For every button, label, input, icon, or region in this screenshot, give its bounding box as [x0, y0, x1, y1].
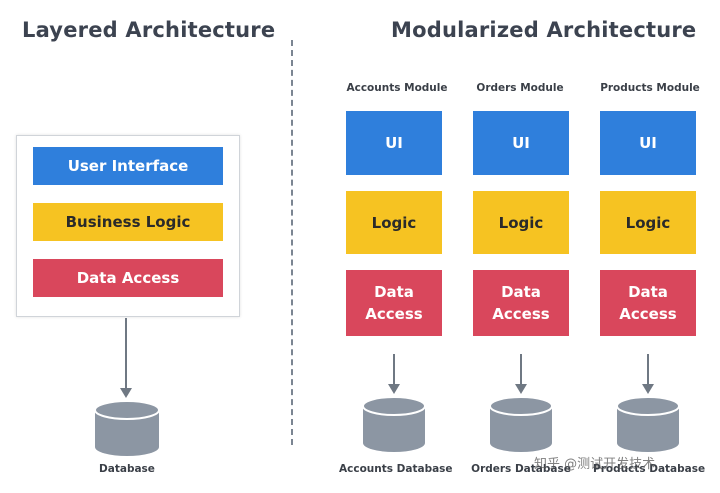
products-ui-block: UI [600, 111, 696, 175]
products-logic-block: Logic [600, 191, 696, 254]
modular-title: Modularized Architecture [391, 18, 697, 42]
products-arrow [642, 354, 654, 394]
layer-business-logic: Business Logic [33, 203, 223, 241]
orders-database-icon [489, 396, 553, 452]
divider-line [291, 40, 293, 445]
accounts-data-access-block: Data Access [346, 270, 442, 336]
accounts-logic-block: Logic [346, 191, 442, 254]
layered-frame: User Interface Business Logic Data Acces… [16, 135, 240, 317]
products-data-access-block: Data Access [600, 270, 696, 336]
layered-title: Layered Architecture [22, 18, 276, 42]
accounts-ui-block: UI [346, 111, 442, 175]
products-database-icon [616, 396, 680, 452]
orders-ui-block: UI [473, 111, 569, 175]
orders-data-access-block: Data Access [473, 270, 569, 336]
accounts-database-icon [362, 396, 426, 452]
accounts-database-label: Accounts Database [339, 463, 453, 475]
orders-logic-block: Logic [473, 191, 569, 254]
products-database-label: Products Database [593, 463, 706, 475]
module-title-orders: Orders Module [476, 82, 564, 94]
module-title-products: Products Module [600, 82, 700, 94]
database-icon [94, 400, 160, 456]
orders-arrow [515, 354, 527, 394]
layer-user-interface: User Interface [33, 147, 223, 185]
layer-data-access: Data Access [33, 259, 223, 297]
orders-database-label: Orders Database [471, 463, 571, 475]
database-label: Database [99, 463, 155, 475]
accounts-arrow [388, 354, 400, 394]
module-title-accounts: Accounts Module [346, 82, 448, 94]
layered-arrow [120, 318, 132, 398]
watermark: 知乎 @测试开发技术 [534, 457, 656, 472]
